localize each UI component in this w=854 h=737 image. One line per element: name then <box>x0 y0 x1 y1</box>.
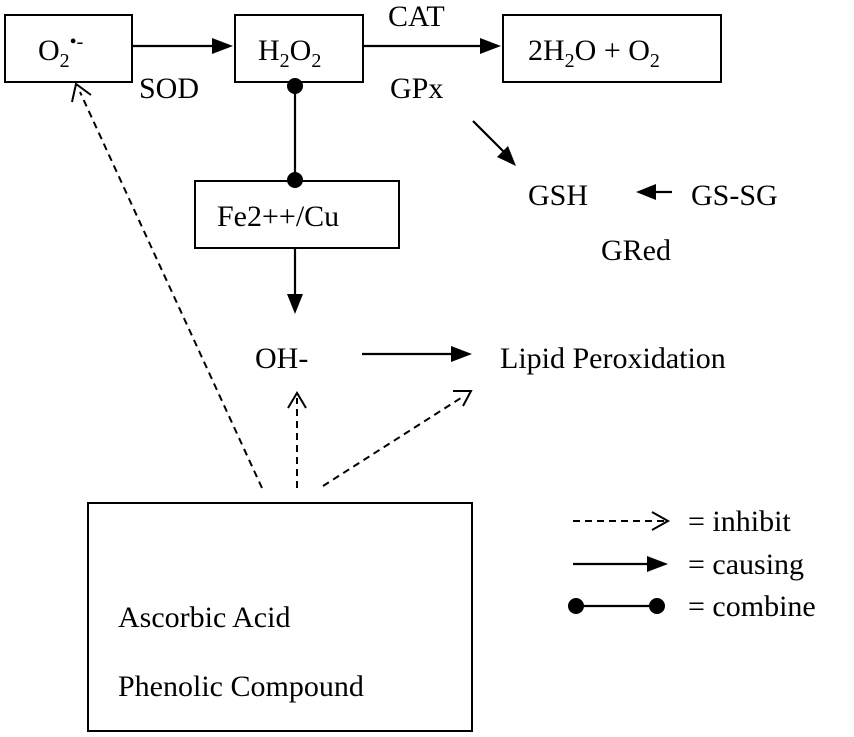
enzyme-cat-label: CAT <box>388 0 445 33</box>
products-box <box>502 14 722 83</box>
legend-causing-label: = causing <box>688 548 804 581</box>
enzyme-gred-label: GRed <box>601 234 671 267</box>
hydroxyl-label: OH- <box>255 342 308 375</box>
products-label: 2H2O + O2 <box>528 34 660 72</box>
compound-line2: Phenolic Compound <box>118 670 364 703</box>
gssg-label: GS-SG <box>691 179 778 212</box>
arrow-hydroxyl-to-lipid <box>362 346 472 362</box>
combine-dot-top <box>287 78 303 94</box>
legend-inhibit-symbol <box>573 511 671 531</box>
superoxide-box <box>4 14 133 83</box>
combine-dot-bottom <box>287 172 303 188</box>
arrow-superoxide-to-h2o2 <box>132 38 233 54</box>
h2o2-label: H2O2 <box>258 34 321 72</box>
inhibit-arrow-to-lipid <box>322 390 473 487</box>
enzyme-gpx-label: GPx <box>390 72 443 105</box>
arrow-fe-cu-to-hydroxyl <box>287 248 303 314</box>
arrow-h2o2-to-products <box>363 38 501 54</box>
inhibit-arrow-to-hydroxyl <box>287 391 307 488</box>
antioxidant-compound-box <box>87 502 473 732</box>
legend-combine-symbol <box>568 598 665 614</box>
superoxide-label: O2•- <box>38 31 83 72</box>
legend-causing-symbol <box>573 556 668 572</box>
legend: = inhibit = causing = combine <box>568 505 816 623</box>
lipid-peroxidation-label: Lipid Peroxidation <box>500 342 726 375</box>
legend-combine-label: = combine <box>688 590 816 623</box>
legend-inhibit-label: = inhibit <box>688 505 791 538</box>
fe-cu-label: Fe2++/Cu <box>217 200 339 233</box>
gsh-label: GSH <box>528 179 588 212</box>
arrow-gssg-to-gsh <box>636 184 672 200</box>
combine-h2o2-fe-cu <box>287 78 303 188</box>
fe-cu-box <box>194 180 400 249</box>
enzyme-sod-label: SOD <box>139 72 199 105</box>
h2o2-box <box>234 14 364 83</box>
compound-line1: Ascorbic Acid <box>118 601 290 634</box>
arrow-gpx-to-gsh <box>472 120 516 166</box>
inhibit-arrow-to-superoxide <box>71 82 263 489</box>
